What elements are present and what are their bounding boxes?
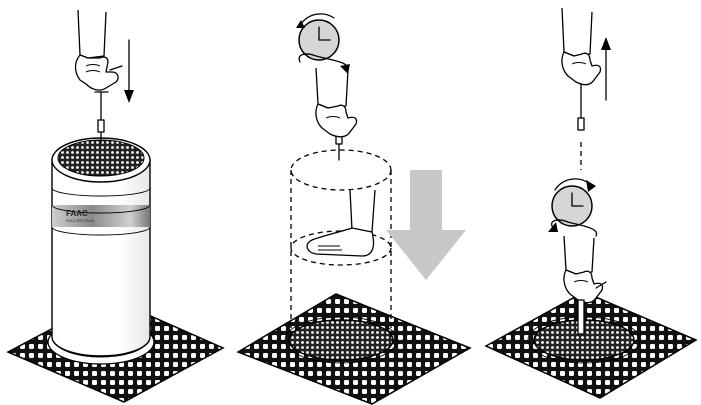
floor-grid bbox=[484, 291, 698, 399]
bollard-outline bbox=[290, 149, 392, 340]
panel-3 bbox=[484, 7, 698, 399]
clock-counterclockwise-icon bbox=[296, 13, 350, 74]
up-arrow-icon bbox=[601, 37, 611, 101]
brand-subtext: FAAC SPA ITALIA bbox=[66, 219, 95, 223]
key bbox=[94, 91, 109, 144]
hand-icon bbox=[315, 67, 358, 138]
hand-pressing-icon bbox=[74, 9, 123, 91]
brand-label: FAAC bbox=[66, 209, 88, 218]
floor-grid bbox=[236, 293, 472, 405]
hand-pulling-icon bbox=[561, 7, 602, 170]
panel-1: FAAC FAAC SPA ITALIA bbox=[6, 9, 225, 403]
clock-counterclockwise-icon bbox=[548, 178, 598, 237]
hand-icon bbox=[563, 235, 607, 335]
down-arrow-icon bbox=[124, 39, 134, 103]
panel-2 bbox=[236, 13, 472, 405]
down-arrow-icon bbox=[386, 170, 466, 280]
bollard: FAAC FAAC SPA ITALIA bbox=[51, 137, 151, 357]
foot-icon bbox=[306, 189, 376, 257]
